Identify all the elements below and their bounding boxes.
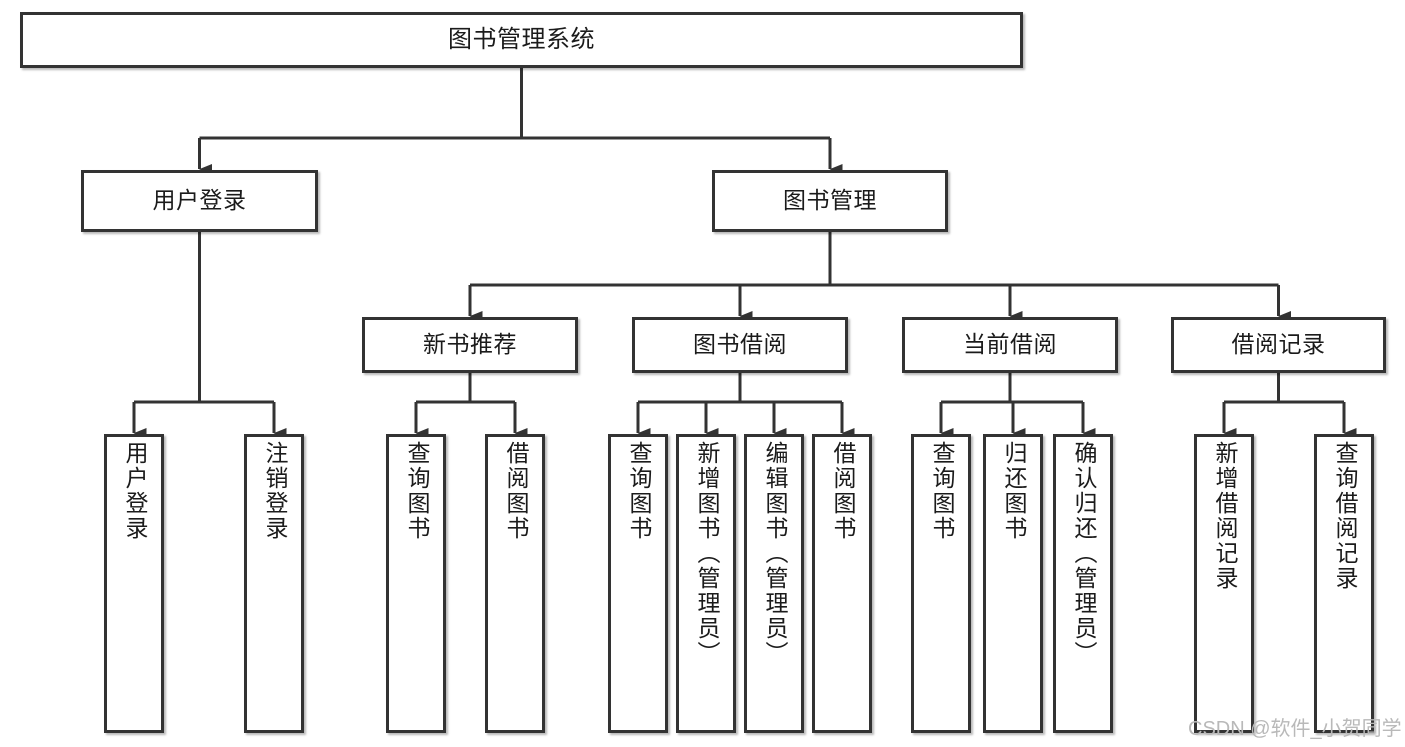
leaf-query-book-label: 查询图书 <box>625 441 652 541</box>
leaf-edit-book-admin[interactable]: 编辑图书（管理员） <box>744 434 804 733</box>
watermark: CSDN @软件_小贺同学 <box>1188 718 1402 740</box>
leaf-user-login-label: 用户登录 <box>121 441 148 541</box>
node-book-management-label: 图书管理 <box>783 187 877 214</box>
node-current-borrow-label: 当前借阅 <box>963 331 1057 358</box>
leaf-edit-book-admin-label: 编辑图书（管理员） <box>761 441 788 666</box>
leaf-confirm-return-admin-label: 确认归还（管理员） <box>1070 441 1097 666</box>
leaf-query-borrow-record-label: 查询借阅记录 <box>1331 441 1358 591</box>
leaf-user-logout[interactable]: 注销登录 <box>244 434 304 733</box>
leaf-query-book[interactable]: 查询图书 <box>608 434 668 733</box>
leaf-query-book-recommend[interactable]: 查询图书 <box>386 434 446 733</box>
node-book-borrow[interactable]: 图书借阅 <box>632 317 848 373</box>
leaf-borrow-book-recommend[interactable]: 借阅图书 <box>485 434 545 733</box>
leaf-return-book[interactable]: 归还图书 <box>983 434 1043 733</box>
leaf-add-book-admin[interactable]: 新增图书（管理员） <box>676 434 736 733</box>
node-new-book-recommend-label: 新书推荐 <box>423 331 517 358</box>
node-root-label: 图书管理系统 <box>448 25 595 53</box>
leaf-borrow-book-label: 借阅图书 <box>829 441 856 541</box>
leaf-add-book-admin-label: 新增图书（管理员） <box>693 441 720 666</box>
leaf-query-book-recommend-label: 查询图书 <box>403 441 430 541</box>
leaf-borrow-book[interactable]: 借阅图书 <box>812 434 872 733</box>
leaf-add-borrow-record-label: 新增借阅记录 <box>1211 441 1238 591</box>
node-root[interactable]: 图书管理系统 <box>20 12 1023 68</box>
node-user-login[interactable]: 用户登录 <box>81 170 318 232</box>
leaf-query-borrow-record[interactable]: 查询借阅记录 <box>1314 434 1374 733</box>
leaf-user-login[interactable]: 用户登录 <box>104 434 164 733</box>
node-borrow-records-label: 借阅记录 <box>1231 331 1326 358</box>
leaf-user-logout-label: 注销登录 <box>261 441 288 541</box>
node-book-borrow-label: 图书借阅 <box>693 331 787 358</box>
node-borrow-records[interactable]: 借阅记录 <box>1171 317 1386 373</box>
node-user-login-label: 用户登录 <box>152 187 247 214</box>
node-new-book-recommend[interactable]: 新书推荐 <box>362 317 578 373</box>
leaf-query-book-current-label: 查询图书 <box>928 441 955 541</box>
leaf-add-borrow-record[interactable]: 新增借阅记录 <box>1194 434 1254 733</box>
leaf-return-book-label: 归还图书 <box>1000 441 1027 541</box>
leaf-borrow-book-recommend-label: 借阅图书 <box>502 441 529 541</box>
node-book-management[interactable]: 图书管理 <box>712 170 948 232</box>
leaf-query-book-current[interactable]: 查询图书 <box>911 434 971 733</box>
leaf-confirm-return-admin[interactable]: 确认归还（管理员） <box>1053 434 1113 733</box>
node-current-borrow[interactable]: 当前借阅 <box>902 317 1118 373</box>
